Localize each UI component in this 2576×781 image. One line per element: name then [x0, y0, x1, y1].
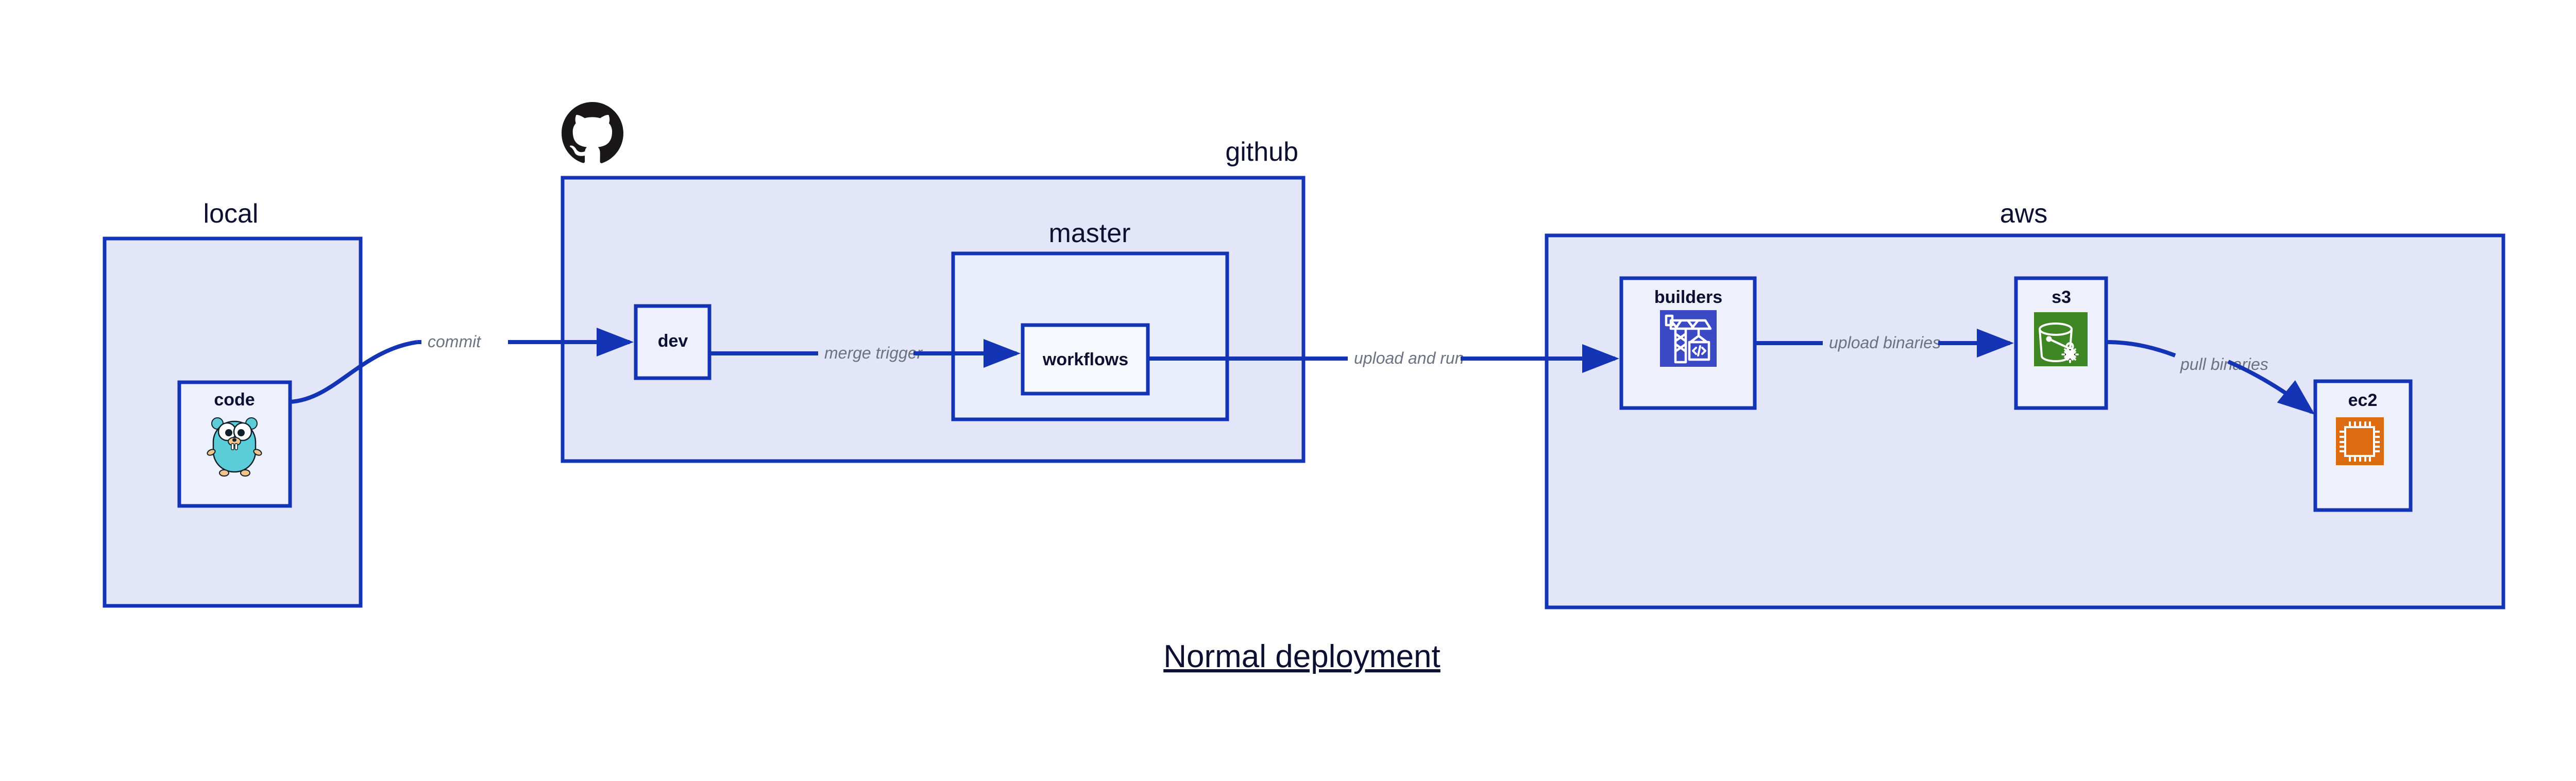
- node-label-builders: builders: [1654, 287, 1722, 307]
- edge-path-s3-ec2-b: [2227, 360, 2315, 415]
- node-label-workflows: workflows: [1042, 350, 1128, 369]
- edge-label-upload-and-run: upload and run: [1354, 349, 1464, 367]
- edge-label-pull-binaries: pull binaries: [2180, 355, 2268, 373]
- page-title: Normal deployment: [1163, 639, 1440, 674]
- node-label-ec2: ec2: [2348, 390, 2378, 410]
- node-label-code: code: [214, 390, 255, 410]
- aws-ec2-chip-icon: [2336, 417, 2384, 465]
- golang-gopher-icon: [207, 417, 262, 477]
- node-box-dev[interactable]: [634, 304, 711, 380]
- edge-label-upload-binaries: upload binaries: [1829, 333, 1941, 352]
- github-octocat-icon: [562, 102, 623, 163]
- cluster-label-master: master: [1049, 218, 1131, 248]
- aws-codebuild-crane-icon: [1660, 310, 1717, 367]
- cluster-label-aws: aws: [2000, 199, 2047, 229]
- cluster-label-local: local: [204, 199, 259, 229]
- node-label-dev: dev: [658, 331, 688, 351]
- cluster-label-github: github: [1225, 137, 1298, 167]
- edge-label-merge-trigger: merge trigger: [824, 344, 923, 362]
- edge-path-s3-ec2-a: [2106, 340, 2176, 358]
- node-box-workflows[interactable]: [1021, 323, 1150, 396]
- edge-label-commit: commit: [428, 332, 481, 351]
- node-label-s3: s3: [2052, 287, 2071, 307]
- aws-s3-glacier-bucket-icon: [2034, 312, 2088, 366]
- edge-path-code-dev-curve: [290, 340, 418, 404]
